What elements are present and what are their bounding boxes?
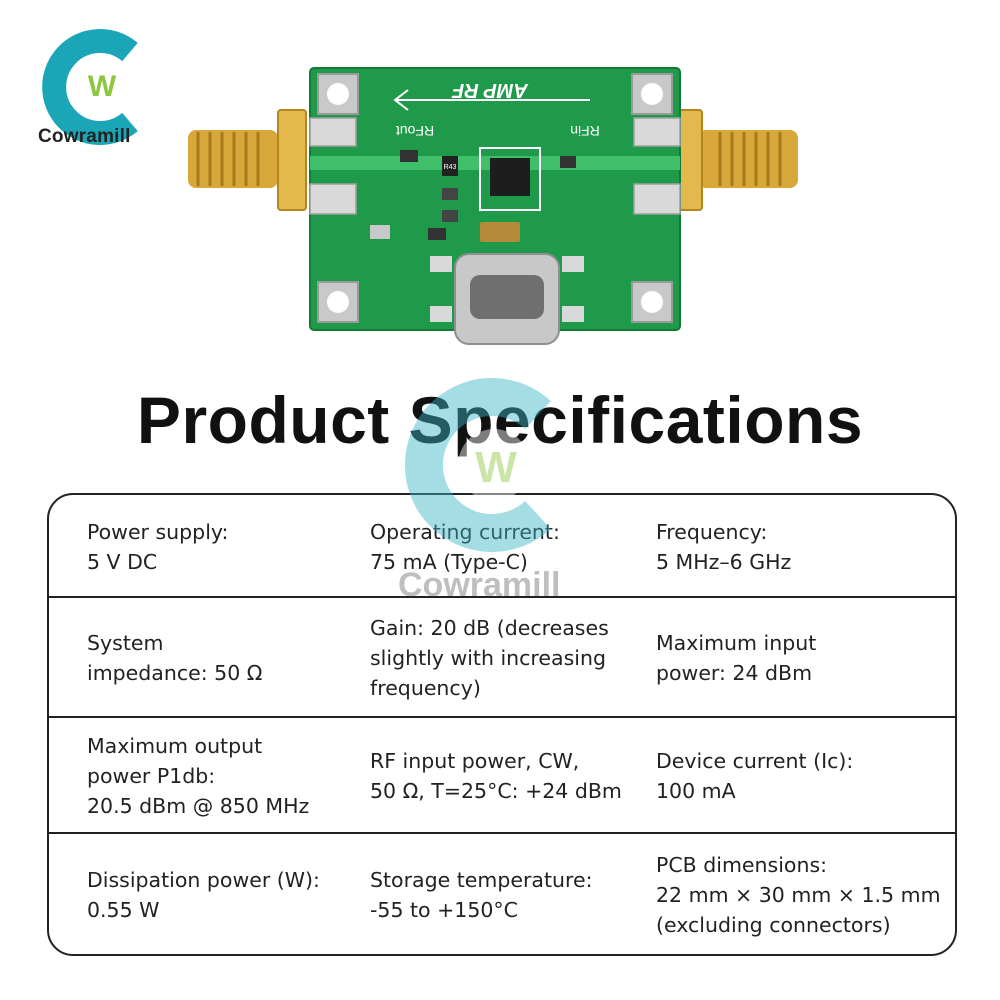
spec-operating-current: Operating current: 75 mA (Type-C) bbox=[370, 519, 560, 574]
logo-w-icon: W bbox=[88, 70, 117, 103]
sma-connector-right bbox=[673, 109, 798, 211]
spec-power-supply: Power supply: 5 V DC bbox=[87, 519, 229, 574]
watermark-text: Cowramill bbox=[398, 566, 561, 604]
usb-c-port-icon bbox=[430, 253, 584, 345]
spec-pcb-dimensions: PCB dimensions: 22 mm × 30 mm × 1.5 mm (… bbox=[656, 853, 941, 937]
sma-connector-left bbox=[188, 109, 307, 211]
spec-table: Power supply: 5 V DC Operating current: … bbox=[47, 493, 957, 956]
spec-system-impedance: System impedance: 50 Ω bbox=[87, 630, 263, 685]
brand-name: Cowramill bbox=[38, 126, 131, 147]
spec-gain: Gain: 20 dB (decreases slightly with inc… bbox=[370, 615, 609, 700]
spec-dissipation-power: Dissipation power (W): 0.55 W bbox=[87, 868, 320, 922]
spec-max-input-power: Maximum input power: 24 dBm bbox=[656, 630, 817, 685]
page-title: Product Specifications bbox=[136, 383, 864, 457]
resistor-label: R43 bbox=[444, 164, 457, 171]
board-rfin-label: RFin bbox=[570, 123, 600, 139]
spec-row: Dissipation power (W): 0.55 W Storage te… bbox=[49, 832, 955, 954]
spec-row: System impedance: 50 Ω Gain: 20 dB (decr… bbox=[49, 596, 955, 717]
spec-max-output-power: Maximum output power P1db: 20.5 dBm @ 85… bbox=[87, 734, 310, 818]
mounting-holes bbox=[317, 73, 673, 323]
product-photo: AMP RF RFout RFin R43 bbox=[188, 67, 798, 345]
spec-row: Power supply: 5 V DC Operating current: … bbox=[49, 495, 955, 598]
spec-device-current: Device current (Ic): 100 mA bbox=[656, 749, 854, 803]
spec-frequency: Frequency: 5 MHz–6 GHz bbox=[656, 519, 792, 574]
spec-row: Maximum output power P1db: 20.5 dBm @ 85… bbox=[49, 716, 955, 834]
board-arrow-label: AMP RF bbox=[451, 79, 529, 101]
board-rfout-label: RFout bbox=[396, 123, 434, 139]
brand-logo: W bbox=[42, 29, 138, 145]
spec-rf-input-power: RF input power, CW, 50 Ω, T=25°C: +24 dB… bbox=[370, 749, 622, 803]
spec-storage-temperature: Storage temperature: -55 to +150°C bbox=[370, 868, 593, 922]
